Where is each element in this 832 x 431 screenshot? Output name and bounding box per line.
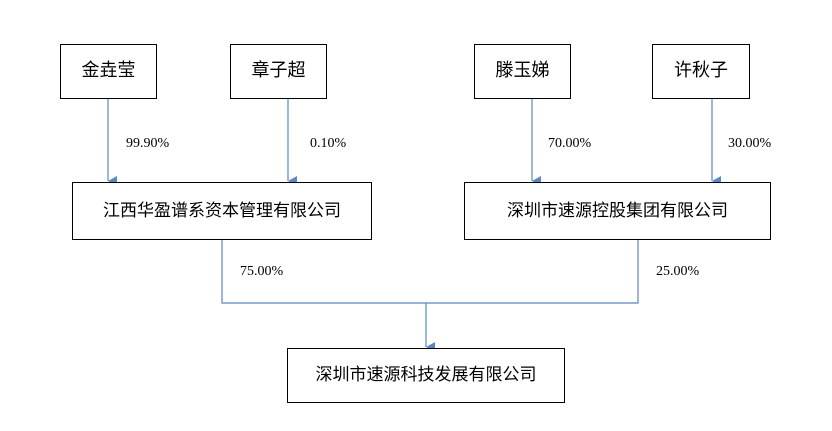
company-box-jiangxi: 江西华盈谱系资本管理有限公司 — [72, 182, 372, 240]
company-name-suyuan-tech: 深圳市速源科技发展有限公司 — [315, 365, 537, 386]
share-label-p4-c2: 30.00% — [728, 136, 772, 151]
share-label-p1-c1: 99.90% — [126, 136, 170, 151]
person-name-jin: 金垚莹 — [81, 60, 136, 82]
edge-c2-c3 — [426, 240, 639, 304]
person-name-zhang: 章子超 — [251, 60, 306, 82]
person-box-teng: 滕玉娣 — [474, 44, 571, 99]
company-name-jiangxi: 江西华盈谱系资本管理有限公司 — [103, 200, 341, 221]
company-box-suyuan-tech: 深圳市速源科技发展有限公司 — [287, 348, 565, 403]
person-box-jin: 金垚莹 — [60, 44, 157, 99]
edge-c1-c3 — [221, 240, 426, 304]
person-box-xu: 许秋子 — [652, 44, 750, 99]
company-name-suyuan-holding: 深圳市速源控股集团有限公司 — [507, 200, 728, 221]
person-name-xu: 许秋子 — [674, 60, 728, 82]
share-label-p2-c1: 0.10% — [310, 136, 347, 151]
share-label-p3-c2: 70.00% — [548, 136, 592, 151]
share-label-c2-c3: 25.00% — [656, 264, 700, 279]
share-label-c1-c3: 75.00% — [240, 264, 284, 279]
company-box-suyuan-holding: 深圳市速源控股集团有限公司 — [464, 182, 771, 240]
person-box-zhang: 章子超 — [230, 44, 327, 99]
person-name-teng: 滕玉娣 — [495, 60, 550, 82]
